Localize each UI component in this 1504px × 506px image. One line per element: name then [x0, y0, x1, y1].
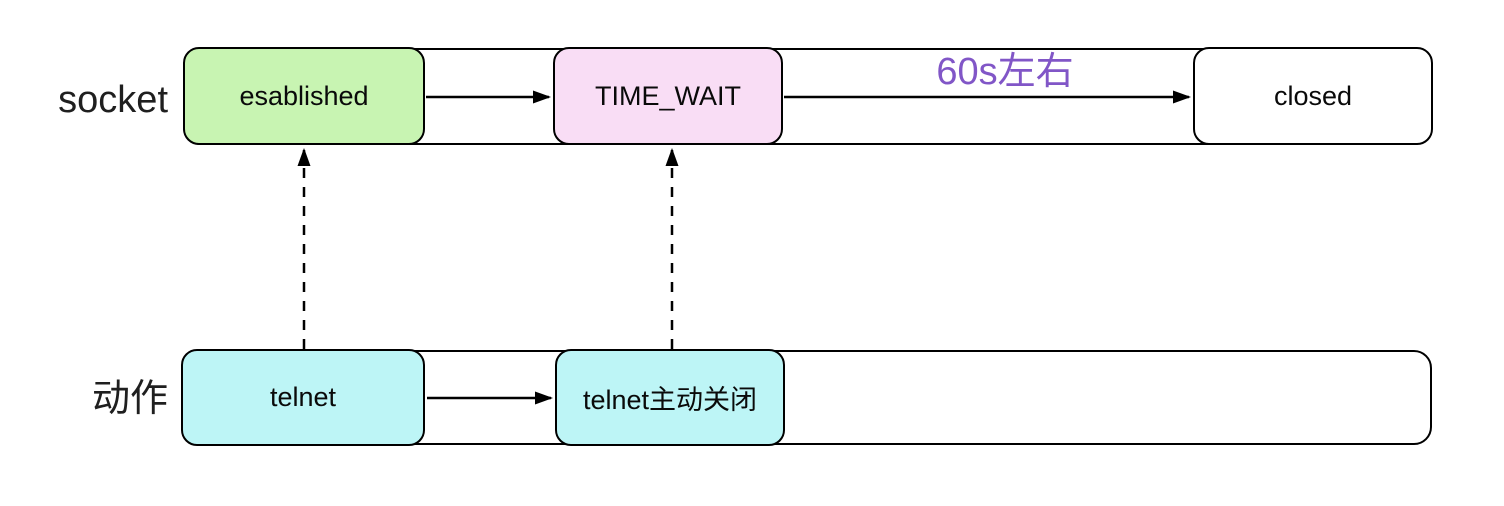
node-telnet: telnet: [181, 349, 425, 446]
node-closed: closed: [1193, 47, 1433, 145]
annotation-60s-duration: 60s左右: [936, 51, 1074, 93]
node-telnet-active-close: telnet主动关闭: [555, 349, 785, 446]
node-time-wait: TIME_WAIT: [553, 47, 783, 145]
row-label-socket: socket: [58, 79, 168, 121]
row-label-action: 动作: [91, 378, 168, 420]
node-esablished: esablished: [183, 47, 425, 145]
